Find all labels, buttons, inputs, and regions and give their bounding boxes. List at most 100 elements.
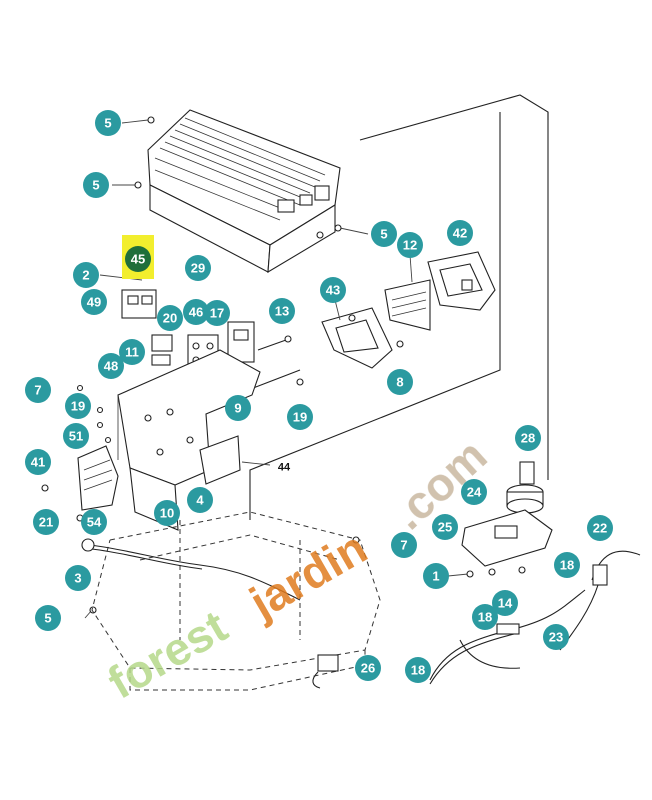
callout-badge <box>154 500 180 526</box>
callout-28[interactable]: 28 <box>515 425 541 451</box>
callout-number: 17 <box>210 306 224 321</box>
callout-badge <box>65 393 91 419</box>
callout-number: 22 <box>593 521 607 536</box>
screws-5 <box>84 116 369 619</box>
callout-18-a[interactable]: 18 <box>554 552 580 578</box>
ignition-cover-25[interactable] <box>461 509 553 567</box>
sensor-26[interactable] <box>312 654 339 689</box>
callout-18-c[interactable]: 18 <box>405 657 431 683</box>
callout-badge <box>25 377 51 403</box>
callout-number: 5 <box>44 611 51 626</box>
bracket-12[interactable] <box>384 254 431 331</box>
callout-1[interactable]: 1 <box>423 563 449 589</box>
callout-number: 8 <box>396 375 403 390</box>
callout-number: 13 <box>275 304 289 319</box>
watermark-jardin: jardin <box>240 521 375 629</box>
callout-number: 12 <box>403 238 417 253</box>
callout-20[interactable]: 20 <box>157 305 183 331</box>
callout-44[interactable]: 44 <box>278 462 291 474</box>
callout-5-d[interactable]: 5 <box>35 605 61 631</box>
callout-badge <box>65 565 91 591</box>
callout-29[interactable]: 29 <box>185 255 211 281</box>
callout-number: 3 <box>74 571 81 586</box>
bolt-13[interactable] <box>257 335 292 351</box>
callout-14[interactable]: 14 <box>492 590 518 616</box>
callout-19-a[interactable]: 19 <box>65 393 91 419</box>
wire-harness-18[interactable] <box>429 589 586 685</box>
callout-number: 25 <box>438 520 452 535</box>
callout-13[interactable]: 13 <box>269 298 295 324</box>
callout-42[interactable]: 42 <box>447 220 473 246</box>
ignition-switch-24[interactable] <box>506 484 544 514</box>
callout-5-b[interactable]: 5 <box>83 172 109 198</box>
callout-number: 20 <box>163 311 177 326</box>
callout-number: 19 <box>71 399 85 414</box>
callout-number: 54 <box>87 515 102 530</box>
callout-48[interactable]: 48 <box>98 353 124 379</box>
callout-badge <box>81 289 107 315</box>
bracket-44[interactable] <box>199 435 271 485</box>
callout-25[interactable]: 25 <box>432 514 458 540</box>
callout-badge <box>187 487 213 513</box>
callout-21[interactable]: 21 <box>33 509 59 535</box>
callout-54[interactable]: 54 <box>81 509 107 535</box>
callout-number: 43 <box>326 283 340 298</box>
callout-number: 19 <box>293 410 307 425</box>
callout-22[interactable]: 22 <box>587 515 613 541</box>
callout-number: 44 <box>278 462 291 474</box>
callout-3[interactable]: 3 <box>65 565 91 591</box>
callout-badge <box>63 423 89 449</box>
callout-number: 51 <box>69 429 83 444</box>
callout-number: 45 <box>131 252 145 267</box>
callout-number: 49 <box>87 295 101 310</box>
callout-11[interactable]: 11 <box>119 339 145 365</box>
fuse-20[interactable] <box>151 334 173 366</box>
callout-badge <box>157 305 183 331</box>
callout-badge <box>83 172 109 198</box>
callout-24[interactable]: 24 <box>461 479 487 505</box>
key-28[interactable] <box>519 461 535 485</box>
panel-43[interactable] <box>321 299 404 369</box>
callout-7-b[interactable]: 7 <box>391 532 417 558</box>
relay-49[interactable] <box>99 274 157 319</box>
callout-badge <box>33 509 59 535</box>
callout-5-c[interactable]: 5 <box>371 221 397 247</box>
callout-2[interactable]: 2 <box>73 262 99 288</box>
callout-10[interactable]: 10 <box>154 500 180 526</box>
callout-49[interactable]: 49 <box>81 289 107 315</box>
callout-badge <box>320 277 346 303</box>
callout-41[interactable]: 41 <box>25 449 51 475</box>
connector-17[interactable] <box>227 321 255 363</box>
callout-51[interactable]: 51 <box>63 423 89 449</box>
callout-7-a[interactable]: 7 <box>25 377 51 403</box>
callout-17[interactable]: 17 <box>204 300 230 326</box>
cover-41[interactable] <box>41 445 119 522</box>
callout-23[interactable]: 23 <box>543 624 569 650</box>
callout-badge <box>423 563 449 589</box>
callout-12[interactable]: 12 <box>397 232 423 258</box>
callout-43[interactable]: 43 <box>320 277 346 303</box>
callout-number: 18 <box>411 663 425 678</box>
callout-45[interactable]: 45 <box>122 235 154 279</box>
callout-badge <box>447 220 473 246</box>
watermark-forest: forest <box>99 600 236 709</box>
callout-26[interactable]: 26 <box>355 655 381 681</box>
callout-badge <box>225 395 251 421</box>
callout-4[interactable]: 4 <box>187 487 213 513</box>
callout-5-a[interactable]: 5 <box>95 110 121 136</box>
callout-46[interactable]: 46 <box>183 299 209 325</box>
callout-number: 23 <box>549 630 563 645</box>
callout-9[interactable]: 9 <box>225 395 251 421</box>
control-module-42[interactable] <box>427 251 496 311</box>
callout-badge <box>587 515 613 541</box>
callout-badge <box>95 110 121 136</box>
charger-box[interactable] <box>147 109 341 274</box>
callout-number: 26 <box>361 661 375 676</box>
screws-1 <box>447 566 526 578</box>
callout-number: 42 <box>453 226 467 241</box>
callout-18-b[interactable]: 18 <box>472 604 498 630</box>
callout-19-b[interactable]: 19 <box>287 404 313 430</box>
callout-8[interactable]: 8 <box>387 369 413 395</box>
callout-badge <box>432 514 458 540</box>
